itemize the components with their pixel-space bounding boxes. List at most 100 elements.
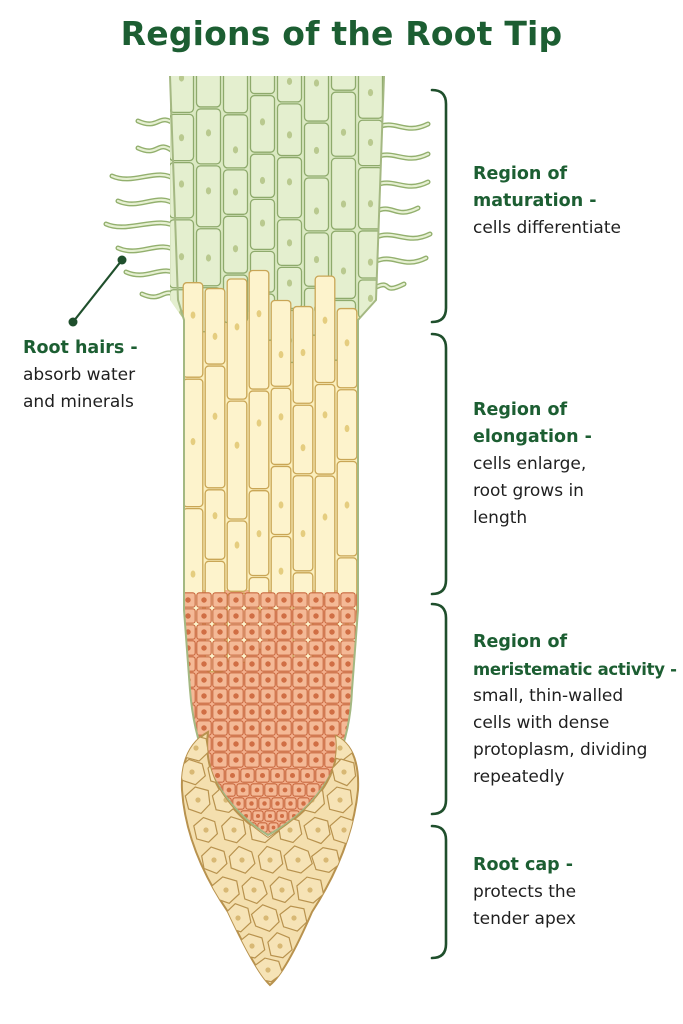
cell-nucleus — [345, 645, 351, 651]
cell-nucleus — [345, 693, 351, 699]
elongation-bracket — [430, 332, 448, 596]
cell-nucleus — [279, 887, 285, 893]
cell-nucleus — [233, 725, 239, 731]
cell-nucleus — [249, 597, 255, 603]
cell-nucleus — [201, 693, 207, 699]
region-brackets — [430, 88, 448, 960]
cell-nucleus — [232, 188, 239, 196]
cell-nucleus — [341, 827, 347, 833]
cell-nucleus — [297, 645, 303, 651]
cell-nucleus — [361, 709, 367, 715]
cell-nucleus — [183, 836, 186, 839]
cell-nucleus — [345, 661, 351, 667]
cell-nucleus — [234, 541, 240, 549]
cell-nucleus — [265, 693, 271, 699]
cell-nucleus — [361, 597, 367, 603]
cell-nucleus — [345, 613, 351, 619]
cell-nucleus — [329, 741, 335, 747]
cell-nucleus — [265, 709, 271, 715]
cell-nucleus — [291, 915, 297, 921]
cell-nucleus — [249, 741, 255, 747]
cell-nucleus — [278, 501, 284, 509]
cell-nucleus — [205, 254, 212, 262]
cell-nucleus — [281, 725, 287, 731]
elongation-cell — [182, 282, 204, 378]
cell-nucleus — [190, 438, 196, 446]
cell-nucleus — [300, 348, 306, 357]
cell-nucleus — [223, 887, 229, 893]
cell-nucleus — [341, 769, 347, 775]
cell-nucleus — [249, 757, 255, 763]
cell-nucleus — [249, 661, 255, 667]
cell-nucleus — [278, 413, 284, 421]
cell-nucleus — [275, 801, 280, 806]
cell-nucleus — [217, 661, 223, 667]
cell-nucleus — [329, 629, 335, 635]
meristematic-cell — [360, 833, 370, 835]
cell-nucleus — [262, 801, 267, 806]
meristematic-cell — [360, 810, 372, 822]
cell-nucleus — [361, 757, 367, 763]
elongation-cell — [204, 287, 226, 365]
cell-nucleus — [340, 128, 347, 136]
cell-nucleus — [233, 66, 238, 73]
cell-nucleus — [211, 857, 217, 863]
cell-nucleus — [265, 967, 271, 973]
cell-nucleus — [178, 76, 185, 82]
cell-nucleus — [265, 597, 271, 603]
cell-nucleus — [286, 239, 293, 247]
cell-nucleus — [201, 597, 207, 603]
root-hair-core — [372, 282, 406, 290]
cell-nucleus — [249, 693, 255, 699]
cell-nucleus — [344, 339, 350, 347]
cell-nucleus — [217, 677, 223, 683]
elongation-cell — [204, 365, 226, 489]
cell-nucleus — [313, 661, 319, 667]
cell-nucleus — [271, 825, 276, 830]
cell-nucleus — [340, 200, 347, 208]
cell-nucleus — [251, 887, 257, 893]
cell-nucleus — [239, 857, 245, 863]
cell-nucleus — [344, 424, 350, 433]
maturation-heading-2: maturation - — [473, 191, 597, 211]
root-hairs-desc-2: and minerals — [23, 392, 134, 412]
cell-nucleus — [279, 813, 285, 819]
cell-nucleus — [263, 915, 269, 921]
cell-nucleus — [297, 725, 303, 731]
maturation-cell — [222, 76, 249, 114]
elongation-desc-2: root grows in — [473, 481, 584, 501]
cell-nucleus — [265, 757, 271, 763]
meristematic-cell — [180, 720, 196, 736]
cell-nucleus — [313, 741, 319, 747]
cell-nucleus — [259, 176, 266, 185]
cell-nucleus — [304, 772, 311, 779]
cell-nucleus — [256, 419, 262, 427]
cell-nucleus — [278, 350, 284, 359]
cell-nucleus — [329, 709, 335, 715]
cell-nucleus — [297, 757, 303, 763]
cell-nucleus — [313, 629, 319, 635]
cell-nucleus — [190, 570, 196, 578]
maturation-cell — [330, 230, 357, 300]
cell-nucleus — [268, 787, 274, 793]
cell-nucleus — [265, 661, 271, 667]
meristematic-heading-1: Region of — [473, 632, 568, 652]
cell-nucleus — [367, 294, 374, 303]
cell-nucleus — [201, 661, 207, 667]
cell-nucleus — [232, 146, 239, 154]
cell-nucleus — [178, 134, 185, 142]
root-cap-desc-1: protects the — [473, 882, 577, 902]
meristematic-cell — [356, 672, 372, 688]
cell-nucleus — [240, 787, 246, 793]
cell-nucleus — [206, 66, 211, 73]
cell-nucleus — [244, 772, 251, 779]
cell-nucleus — [274, 772, 281, 779]
cell-nucleus — [282, 787, 288, 793]
cell-nucleus — [217, 757, 223, 763]
cell-nucleus — [256, 310, 262, 318]
cell-nucleus — [178, 180, 185, 188]
meristematic-cell — [356, 822, 367, 833]
elongation-cell — [314, 383, 336, 475]
meristematic-desc-3: protoplasm, dividing — [473, 740, 648, 760]
cell-nucleus — [214, 772, 221, 779]
